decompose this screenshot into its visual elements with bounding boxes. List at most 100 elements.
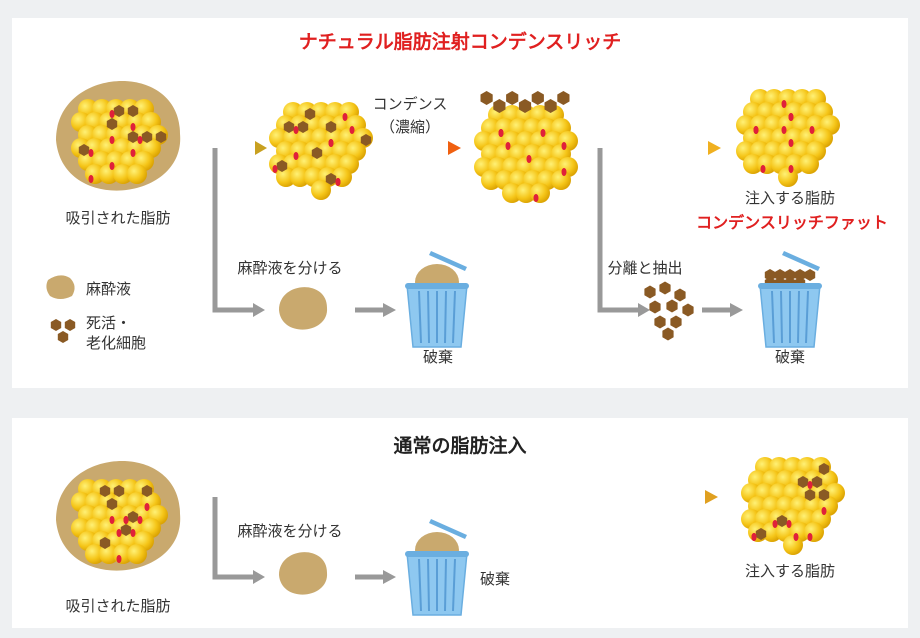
dead-cell-icon: [106, 118, 118, 130]
dead-cell-icon: [141, 131, 153, 143]
blood-cell: [526, 155, 532, 163]
trash-bin-icon: [405, 251, 469, 348]
label-suctioned-fat-bottom: 吸引された脂肪: [65, 597, 170, 615]
label-discard-bottom: 破棄: [480, 570, 510, 588]
blood-cell: [561, 168, 567, 176]
dead-cell-icon: [276, 160, 288, 172]
legend-dead-cells: 死活・: [86, 314, 131, 332]
blood-cell: [123, 516, 129, 524]
blood-cell: [788, 165, 794, 173]
dead-cell-icon: [674, 288, 686, 302]
fat-cell: [99, 164, 119, 184]
bin-rim: [405, 551, 469, 557]
blood-cell: [293, 152, 299, 160]
fat-cell: [743, 154, 763, 174]
blood-cell: [137, 516, 143, 524]
fat-cluster: [736, 89, 840, 187]
fat-cluster: [71, 479, 168, 564]
label-separate-anesthetic-bottom: 麻酔液を分ける: [237, 522, 342, 540]
dead-cell-icon: [649, 300, 661, 314]
bin-rib: [444, 290, 447, 344]
bin-rib: [452, 558, 456, 612]
dead-cell-icon: [811, 476, 823, 488]
fat-cluster: [71, 99, 168, 184]
dead-cell-icon: [360, 134, 372, 146]
dead-cell-icon: [127, 511, 139, 523]
blood-cell: [272, 165, 278, 173]
label-separate-extract: 分離と抽出: [607, 259, 682, 277]
dead-cell-icon: [127, 131, 139, 143]
anesthetic-blob: [279, 287, 328, 330]
fat-cell: [530, 183, 550, 203]
bin-lid: [429, 519, 467, 539]
dead-cell-icon: [654, 315, 666, 329]
bin-rib: [771, 290, 775, 344]
dead-cell-icon: [113, 105, 125, 117]
blood-cell: [781, 126, 787, 134]
flow-arrows-top: [188, 141, 743, 317]
fat-clusters: [56, 81, 845, 616]
fat-cell: [778, 167, 798, 187]
blood-cell: [788, 113, 794, 121]
dead-cell-icon: [818, 489, 830, 501]
fat-cell: [311, 180, 331, 200]
dead-cell-icon: [682, 303, 694, 317]
blood-cell: [540, 129, 546, 137]
dead-cell-icon: [141, 485, 153, 497]
dead-cell-icon: [670, 315, 682, 329]
bin-rib: [797, 290, 800, 344]
blood-cell: [498, 129, 504, 137]
dead-cell-icon: [283, 121, 295, 133]
blood-cell: [807, 481, 813, 489]
bin-rib: [805, 290, 809, 344]
anesthetic-blob: [279, 552, 328, 595]
dead-cell-icon: [544, 99, 557, 113]
label-injected-fat-bottom: 注入する脂肪: [745, 562, 835, 580]
fat-cell: [276, 167, 296, 187]
blood-cell: [781, 100, 787, 108]
bin-rib: [418, 558, 422, 612]
dead-cell-icon: [804, 269, 816, 281]
blood-cell: [793, 533, 799, 541]
dead-cell-icon: [57, 331, 69, 343]
legend-dead-cells-2: 老化細胞: [86, 334, 146, 352]
blood-cell: [109, 136, 115, 144]
fat-cell: [762, 522, 782, 542]
dead-cell-icon: [659, 281, 671, 295]
bin-lid: [429, 251, 467, 271]
blood-cell: [144, 503, 150, 511]
fat-cell: [516, 183, 536, 203]
blood-cell: [821, 507, 827, 515]
dead-cell-icon: [797, 476, 809, 488]
dead-cell-icon: [64, 319, 76, 331]
blood-cell: [772, 520, 778, 528]
dead-cell-icon: [78, 144, 90, 156]
dead-cell-icon: [99, 537, 111, 549]
blood-cell: [533, 194, 539, 202]
fat-cluster: [741, 457, 845, 555]
dead-cell-icon: [818, 463, 830, 475]
blood-cell: [505, 142, 511, 150]
fat-cell: [783, 535, 803, 555]
dead-cell-icon: [506, 91, 519, 105]
bin-rib: [427, 290, 430, 344]
legend-anesthetic: 麻酔液: [86, 280, 131, 298]
dead-cell-icon: [297, 121, 309, 133]
blood-cell: [328, 139, 334, 147]
blood-cell: [751, 533, 757, 541]
blood-cell: [293, 126, 299, 134]
dead-cell-swatch: [50, 319, 76, 343]
blood-cell: [88, 175, 94, 183]
dead-cell-icon: [127, 105, 139, 117]
dead-cell-icon: [325, 173, 337, 185]
dead-cell-icon: [784, 269, 796, 281]
label-discard: 破棄: [775, 348, 805, 366]
blood-cell: [349, 126, 355, 134]
panel-title-condense-rich: ナチュラル脂肪注射コンデンスリッチ: [299, 30, 622, 53]
blood-cell: [109, 162, 115, 170]
dead-cell-icon: [155, 131, 167, 143]
label-condense: コンデンス: [373, 95, 448, 113]
bin-rim: [405, 283, 469, 289]
fat-cell: [481, 170, 501, 190]
